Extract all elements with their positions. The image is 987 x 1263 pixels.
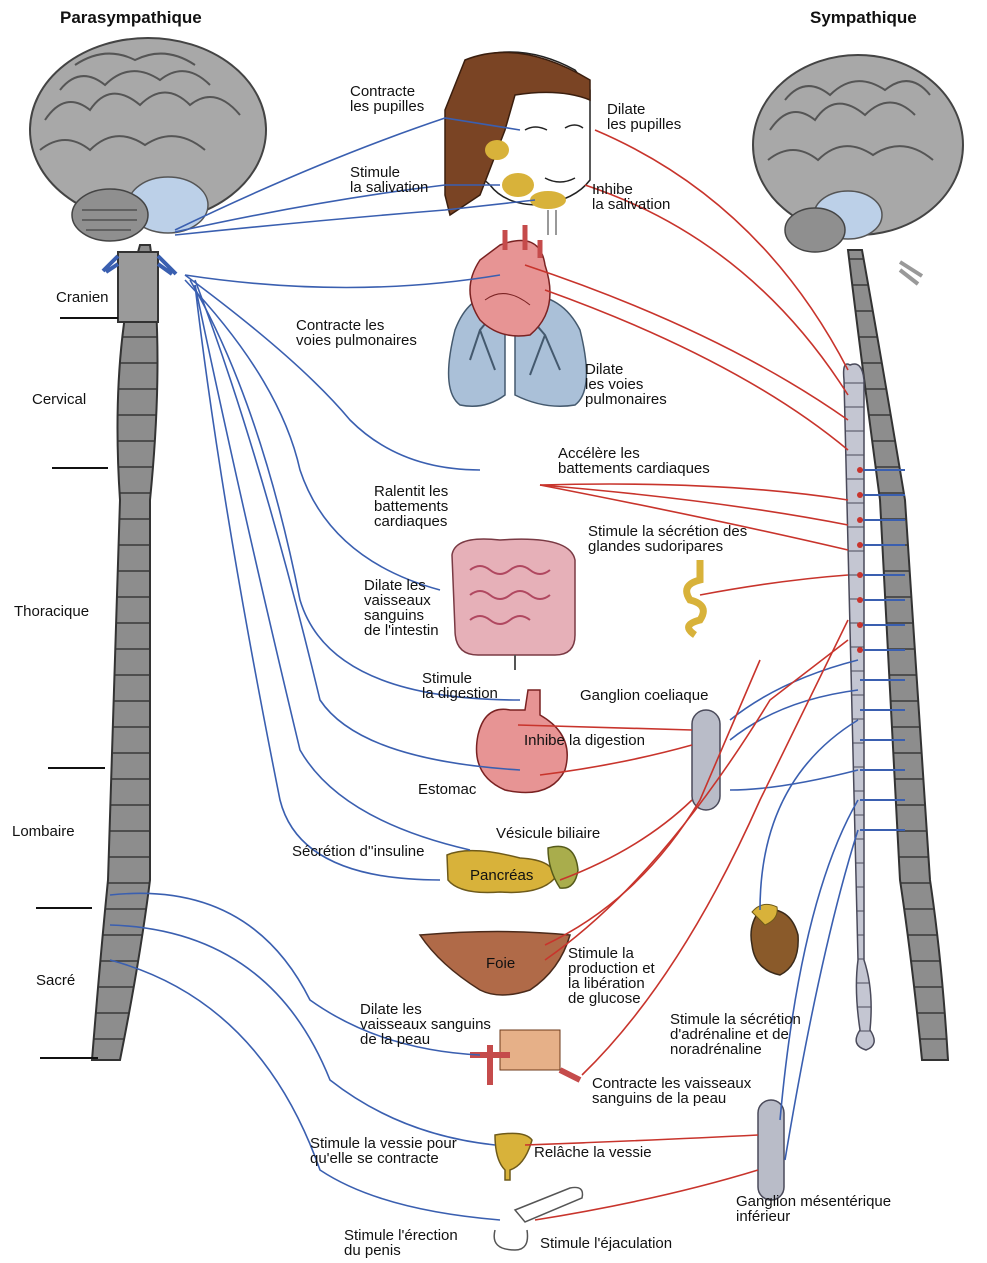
adrenal-kidney-illustration (751, 904, 798, 975)
title-parasympathique: Parasympathique (60, 10, 202, 25)
label-ejaculation: Stimule l'éjaculation (540, 1236, 672, 1251)
label-ganglion-coeliaque: Ganglion coeliaque (580, 688, 708, 703)
sweat-gland-illustration (687, 560, 704, 635)
label-vesicule-biliaire: Vésicule biliaire (496, 826, 600, 841)
left-brain (30, 38, 266, 241)
title-sympathique: Sympathique (810, 10, 917, 25)
label-estomac: Estomac (418, 782, 476, 797)
label-secretion-insuline: Sécrétion d''insuline (292, 844, 424, 859)
bladder-illustration (495, 1133, 532, 1180)
region-cranien: Cranien (56, 290, 109, 305)
label-pancreas: Pancréas (470, 868, 533, 883)
region-thoracique: Thoracique (14, 604, 89, 619)
right-brain (753, 55, 963, 252)
region-sacre: Sacré (36, 973, 75, 988)
heart-illustration (470, 225, 550, 336)
left-spinal-cord (92, 245, 176, 1060)
region-lombaire: Lombaire (12, 824, 75, 839)
intestine-illustration (452, 539, 575, 670)
region-cervical: Cervical (32, 392, 86, 407)
label-relache-vessie: Relâche la vessie (534, 1145, 652, 1160)
label-foie: Foie (486, 956, 515, 971)
label-inhibe-digestion: Inhibe la digestion (524, 733, 645, 748)
